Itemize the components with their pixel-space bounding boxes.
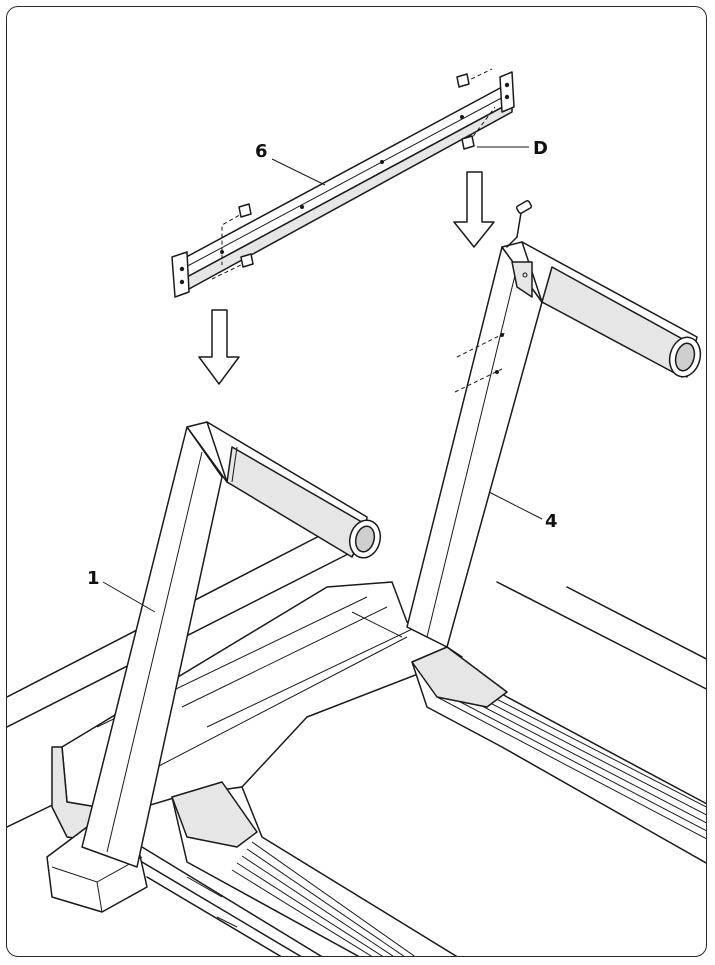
left-upright xyxy=(81,421,382,868)
callout-bolt: D xyxy=(533,138,548,159)
right-upright xyxy=(406,200,702,648)
running-belt-right xyxy=(411,646,706,864)
callout-crossbar: 6 xyxy=(255,141,268,162)
crossbar xyxy=(171,71,515,298)
callout-right-upright: 4 xyxy=(545,511,558,532)
arrow-down-left xyxy=(198,309,240,385)
running-belt-left xyxy=(171,781,458,956)
callout-left-upright: 1 xyxy=(87,568,100,589)
leader-lines xyxy=(102,146,543,613)
assembly-diagram: 6 D 1 4 xyxy=(7,68,706,956)
arrow-down-right xyxy=(453,171,495,248)
bolts-d xyxy=(211,68,496,280)
diagram-frame: 6 D 1 4 xyxy=(6,6,707,957)
side-rail xyxy=(141,846,323,956)
bolt-guides xyxy=(454,331,508,393)
